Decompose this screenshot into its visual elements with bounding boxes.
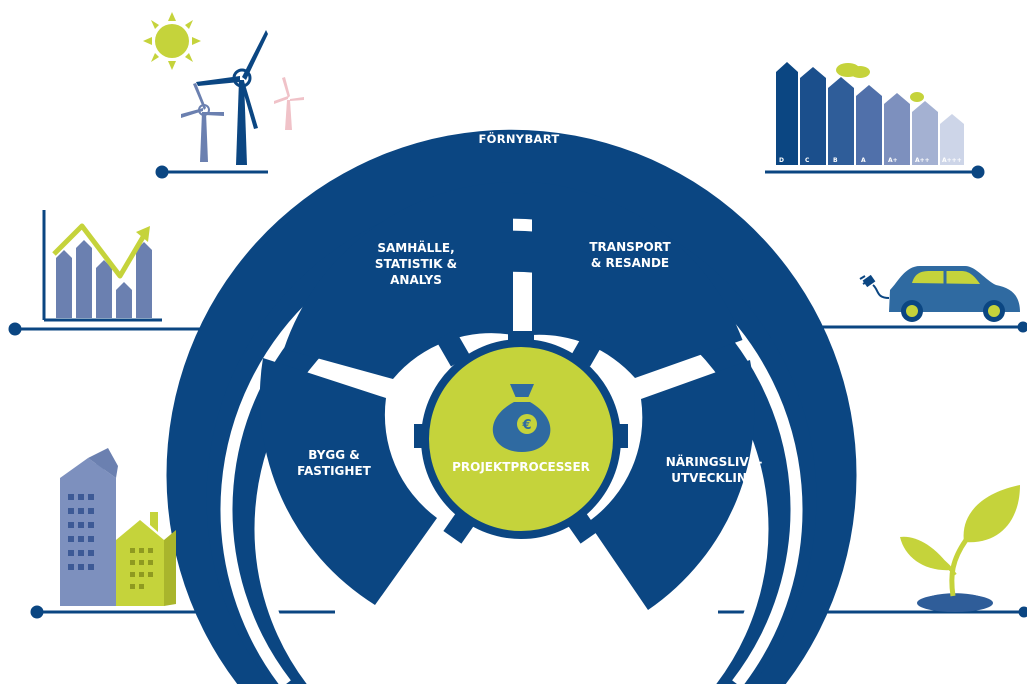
samhalle-line-1: SAMHÄLLE,: [377, 240, 454, 255]
sector-bygg: [259, 358, 437, 605]
plant-sprout-icon: [900, 485, 1020, 612]
svg-text:€: €: [521, 418, 531, 433]
money-bag-euro-icon: €: [492, 384, 551, 452]
bygg-line-1: BYGG &: [308, 448, 360, 462]
energy-class-b: B: [833, 157, 838, 164]
buildings-icon: [60, 448, 176, 606]
ring-outer-label: ENERGIEFFEKTIVISERING: [429, 88, 597, 102]
sector-naringsliv: [588, 360, 755, 610]
sector-samhalle: [283, 182, 513, 379]
energy-class-a-plus: A+: [888, 157, 898, 164]
bar-chart-icon: [42, 210, 162, 322]
samhalle-line-2: STATISTIK &: [375, 257, 457, 271]
sector-labels: SAMHÄLLE, STATISTIK & ANALYS TRANSPORT &…: [297, 240, 762, 485]
center-label: PROJEKTPROCESSER: [452, 460, 590, 474]
energy-class-a: A: [861, 157, 866, 164]
naringsliv-line-1: NÄRINGSLIVS-: [666, 454, 763, 469]
energy-class-a-plus-plus-plus: A+++: [942, 157, 962, 164]
transport-line-2: & RESANDE: [591, 256, 669, 270]
energy-class-d: D: [779, 157, 784, 164]
transport-line-1: TRANSPORT: [589, 240, 671, 254]
sectors: [259, 182, 755, 610]
naringsliv-line-2: UTVECKLING: [671, 471, 757, 485]
samhalle-line-3: ANALYS: [390, 273, 442, 287]
connector-lines: [8, 165, 1027, 619]
ring-inner-label: FÖRNYBART: [479, 131, 560, 146]
energy-class-c: C: [805, 157, 810, 164]
bygg-line-2: FASTIGHET: [297, 464, 371, 478]
sector-transport: [532, 182, 743, 378]
energy-class-houses-icon: D C B A A+ A++ A+++: [776, 62, 964, 165]
sun-and-wind-turbines-icon: [143, 12, 304, 165]
energy-class-a-plus-plus: A++: [915, 157, 930, 164]
center-hub: € PROJEKTPROCESSER: [414, 329, 628, 544]
electric-car-icon: [859, 266, 1020, 322]
